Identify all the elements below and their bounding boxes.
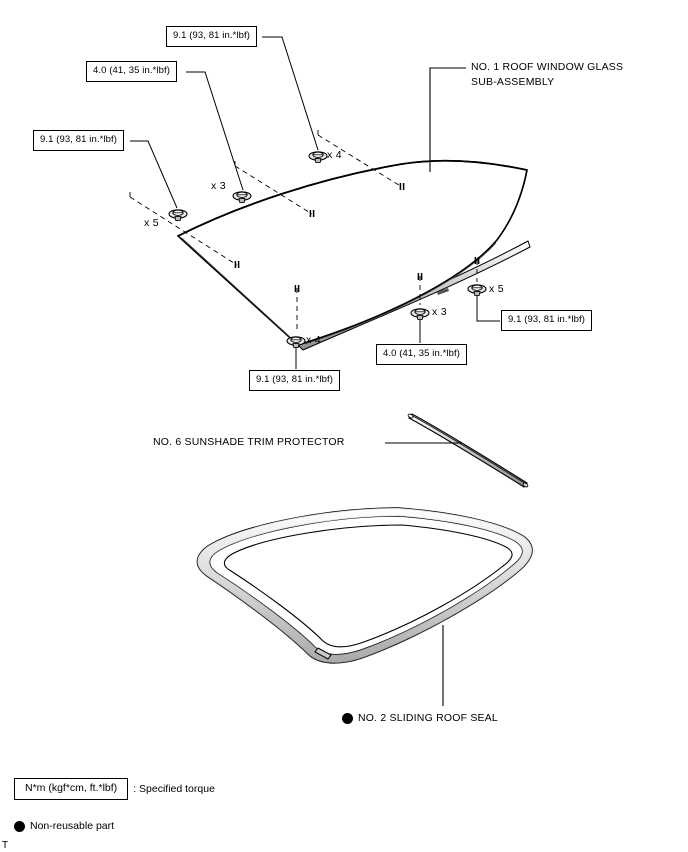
legend-row-nonreusable: Non-reusable part [14,820,114,832]
part-label-line1: NO. 2 SLIDING ROOF SEAL [358,712,498,724]
torque-callout-box: 4.0 (41, 35 in.*lbf) [86,61,177,82]
fastener-count-label: x 4 [327,149,342,161]
part-label-line1: NO. 6 SUNSHADE TRIM PROTECTOR [153,436,345,448]
non-reusable-dot-icon [14,820,25,832]
torque-leader-lines [130,36,500,369]
assembly-dashed-guides [129,128,478,332]
sunshade-trim-protector-part [407,413,529,488]
stray-character: T [2,840,9,851]
torque-callout-box: 9.1 (93, 81 in.*lbf) [33,130,124,151]
legend-row-torque: N*m (kgf*cm, ft.*lbf) : Specified torque [14,778,215,800]
torque-callout-box: 9.1 (93, 81 in.*lbf) [501,310,592,331]
part-label-roof-window-glass: NO. 1 ROOF WINDOW GLASS SUB-ASSEMBLY [471,60,623,90]
torque-callout-box: 9.1 (93, 81 in.*lbf) [166,26,257,47]
fastener-count-label: x 3 [432,306,447,318]
part-label-sunshade-trim-protector: NO. 6 SUNSHADE TRIM PROTECTOR [153,435,345,450]
non-reusable-dot-icon [342,713,353,724]
torque-callout-box: 9.1 (93, 81 in.*lbf) [249,370,340,391]
part-label-line1: NO. 1 ROOF WINDOW GLASS [471,61,624,73]
fastener-count-label: x 5 [489,283,504,295]
leader-roof-glass [429,67,466,172]
fastener-count-label: x 4 [306,334,321,346]
part-label-line2: SUB-ASSEMBLY [471,76,555,88]
stud-marks [234,183,480,292]
fastener-count-label: x 3 [211,180,226,192]
legend-torque-box: N*m (kgf*cm, ft.*lbf) [14,778,129,800]
bolt-icons [168,151,487,348]
fastener-count-label: x 5 [144,217,159,229]
legend-torque-meaning: : Specified torque [133,782,215,795]
part-label-sliding-roof-seal: NO. 2 SLIDING ROOF SEAL [342,711,498,726]
sliding-roof-seal-part [196,507,533,664]
torque-callout-box: 4.0 (41, 35 in.*lbf) [376,344,467,365]
legend-nonreusable-text: Non-reusable part [30,820,115,832]
roof-window-glass-part [176,159,531,351]
